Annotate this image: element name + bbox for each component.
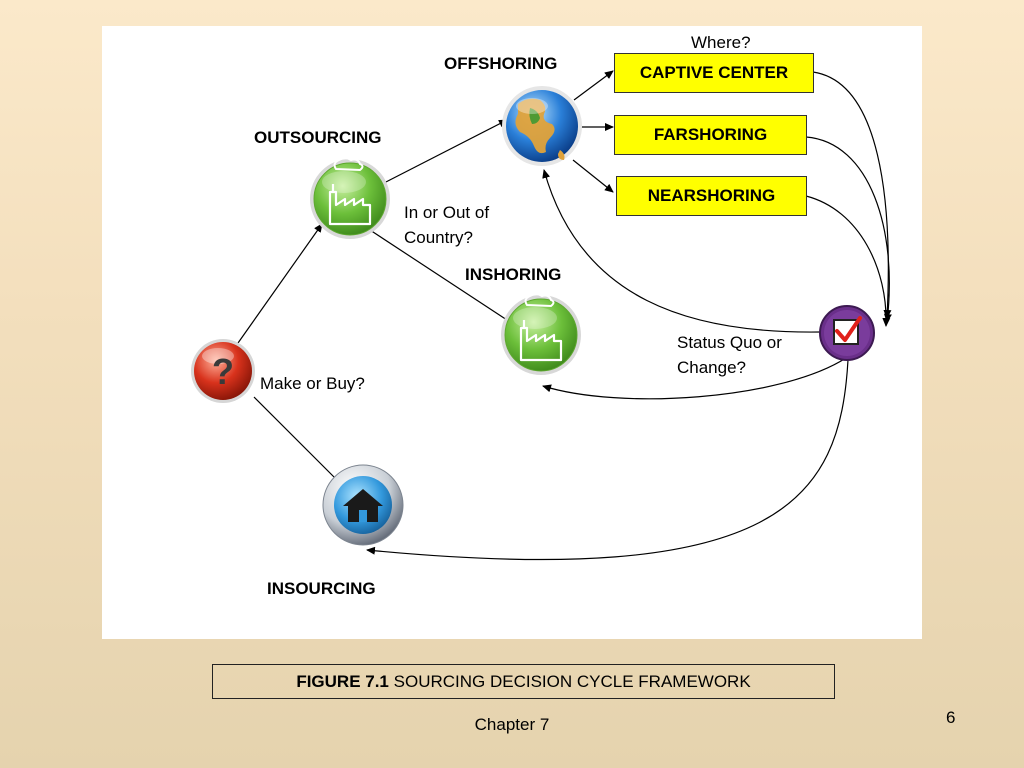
in-or-out-annotation-line2: Country?: [404, 228, 473, 247]
edge-status-inshoring: [542, 357, 847, 400]
status-quo-annotation-line2: Change?: [677, 358, 747, 377]
where-annotation: Where?: [691, 33, 751, 52]
edge-decision-outsourcing: [237, 223, 323, 344]
checkbox-icon: [819, 305, 875, 361]
factory-icon: [310, 157, 390, 239]
svg-text:?: ?: [212, 351, 234, 392]
edge-status-insourcing: [366, 359, 849, 561]
captive-center-box: CAPTIVE CENTER: [614, 53, 814, 93]
edge-farshoring-status: [805, 136, 892, 323]
diagram-panel: ? OUTSOURCING OFFSHORING INSHORING INSOU…: [102, 26, 922, 639]
inshoring-label: INSHORING: [465, 265, 562, 284]
question-mark-icon: ?: [191, 339, 255, 403]
nearshoring-box: NEARSHORING: [616, 176, 807, 216]
edge-outsourcing-inshoring: [369, 229, 508, 321]
chapter-footer: Chapter 7: [474, 715, 550, 734]
edge-captive-status: [812, 71, 892, 319]
farshoring-box: FARSHORING: [614, 115, 807, 155]
edge-nearshoring-status: [805, 195, 891, 327]
edge-status-offshoring: [542, 169, 822, 333]
figure-caption-text: SOURCING DECISION CYCLE FRAMEWORK: [388, 672, 751, 691]
in-or-out-annotation-line1: In or Out of: [404, 203, 490, 222]
edge-offshoring-captive: [573, 70, 614, 101]
house-icon: [322, 464, 404, 546]
figure-caption-prefix: FIGURE 7.1: [296, 672, 389, 691]
globe-icon: [502, 86, 582, 166]
outsourcing-label: OUTSOURCING: [254, 128, 382, 147]
figure-caption: FIGURE 7.1 SOURCING DECISION CYCLE FRAME…: [212, 664, 835, 699]
status-quo-annotation-line1: Status Quo or: [677, 333, 782, 352]
offshoring-label: OFFSHORING: [444, 54, 558, 73]
insourcing-label: INSOURCING: [267, 579, 376, 598]
factory-icon: [501, 293, 581, 375]
page-number: 6: [946, 708, 956, 727]
edge-outsourcing-offshoring: [381, 119, 508, 185]
make-or-buy-annotation: Make or Buy?: [260, 374, 365, 393]
edge-decision-insourcing: [253, 396, 336, 479]
sourcing-cycle-diagram: ?: [191, 70, 892, 561]
edge-offshoring-nearshoring: [572, 159, 614, 193]
